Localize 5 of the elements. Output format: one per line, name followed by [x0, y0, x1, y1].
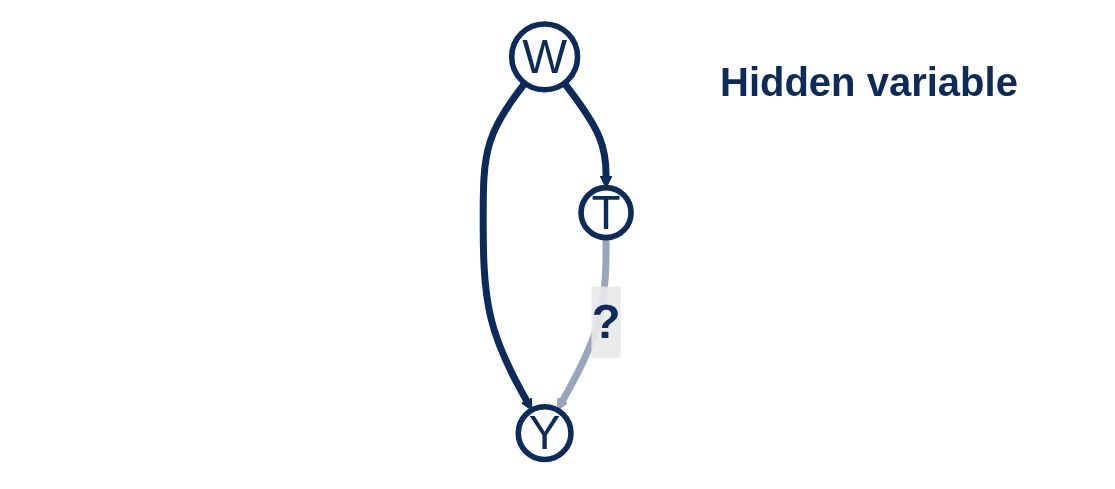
node-circle: Y — [515, 403, 575, 462]
node-circle: T — [578, 184, 635, 240]
node-circle: W — [509, 20, 581, 93]
edge-label: ? — [591, 294, 621, 348]
node-caption: Hidden variable — [720, 60, 1018, 105]
